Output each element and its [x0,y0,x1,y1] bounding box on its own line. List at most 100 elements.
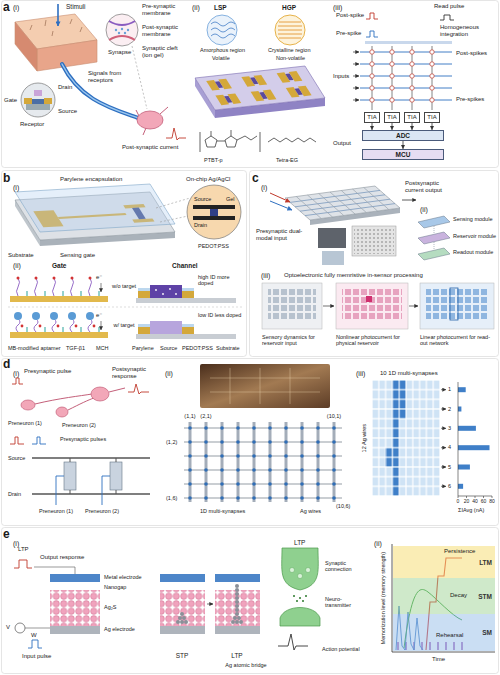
subpanel-number: (ii) [192,4,200,12]
g-shape [285,186,400,220]
rect-shape [362,46,442,106]
rect-shape [215,626,260,634]
annotation-label: MCH [96,345,109,351]
annotation-label: Source [58,108,77,115]
circle-shape [235,600,239,604]
annotation-label: Sensing module [453,216,492,222]
annotation-label: (10,1) [327,413,341,419]
current-map [372,380,446,496]
annotation-label: PEDOT:PSS [182,345,213,351]
line-shape [441,447,446,448]
path-shape [434,226,435,250]
rect-shape [318,228,346,248]
rect-shape [263,90,277,100]
path-shape [278,22,302,38]
circle-shape [290,568,295,573]
rect-shape [352,226,396,256]
line-shape [353,100,359,101]
biological-synapse [280,548,320,626]
rect-shape [399,380,406,419]
connector-arrow [412,123,413,130]
annotation-label: Optoelectronic fully memristive in-senso… [284,272,423,279]
line-shape [353,52,359,53]
amplifier-box: TIA [404,112,419,123]
annotation-label: Ag₂S [104,604,117,610]
ellipse-shape [137,111,163,129]
path-shape [200,130,260,152]
channel-doped [136,285,236,303]
rect-shape [10,332,108,338]
annotation-label: Substrate [8,252,34,259]
transistor-schematic [32,458,150,505]
polygon-shape [195,66,325,110]
circle-shape [275,15,305,45]
annotation-label: Persistence [444,548,475,555]
path-shape [280,608,320,627]
annotation-label: Readout module [453,249,493,255]
rect-shape [24,98,32,104]
annotation-label: Drain [194,222,207,228]
rect-shape [136,334,236,339]
rect-shape [160,626,205,634]
box-text: TIA [367,114,376,120]
output-arrow [402,200,416,201]
rect-shape [215,590,260,626]
memory-chart [392,544,495,652]
annotation-label: (1,6) [166,495,177,501]
annotation-label: 3 [448,425,451,431]
wire [25,628,50,629]
annotation-label: (1,2) [166,439,177,445]
annotation-label: Preneuron (1) [8,420,42,426]
subpanel-number: (i) [13,370,19,378]
panel-letter: a [3,1,10,15]
polygon-shape [15,22,37,71]
amplifier-box: TIA [384,112,399,123]
circle-shape [68,312,76,320]
annotation-label: LTP [18,546,29,553]
circle-shape [21,325,24,328]
annotation-label: Amorphous region [200,47,245,53]
chemical-structure [200,130,316,152]
path-shape [458,382,492,498]
connector-arrow [403,141,404,149]
circle-shape [207,15,237,45]
annotation-label: 6 [448,483,451,489]
annotation-label: Synaptic connection [325,560,367,573]
panel-letter: e [3,528,10,542]
annotation-label: Pre-spikes [456,96,484,103]
rect-shape [182,288,194,291]
annotation-label: Inputs [333,73,349,80]
rect-shape [458,407,461,412]
circle-shape [178,616,182,620]
subpanel-number: (i) [261,184,267,192]
rect-shape [193,216,235,220]
annotation-label: (10,6) [336,503,350,509]
box-text: TIA [427,114,436,120]
voltage-source [15,623,25,633]
circle-shape [239,620,243,624]
annotation-label: Sensing gate [60,252,95,259]
action-potential-trace [278,634,308,650]
circle-shape [121,28,123,30]
ltp-device [215,574,260,634]
annotation-label: 2 [448,406,451,412]
rect-shape [218,79,232,89]
box-text: TIA [407,114,416,120]
box-text: STM [478,593,492,600]
rect-shape [200,364,330,408]
connector-arrow [432,123,433,130]
pulse-icon [366,13,378,19]
line-shape [409,306,418,307]
circle-shape [17,277,20,280]
annotation-label: Synaptic cleft (ion gel) [142,45,186,59]
rect-shape [458,484,463,489]
wire [34,567,75,574]
path-shape [282,548,319,590]
path-shape [17,278,92,296]
rect-shape [44,98,52,104]
device-photo [200,364,330,408]
annotation-label: Postsynaptic response [112,366,158,380]
crossbar-perspective [285,186,400,225]
rect-shape [64,462,76,490]
annotation-label: Nanogap [104,584,126,590]
